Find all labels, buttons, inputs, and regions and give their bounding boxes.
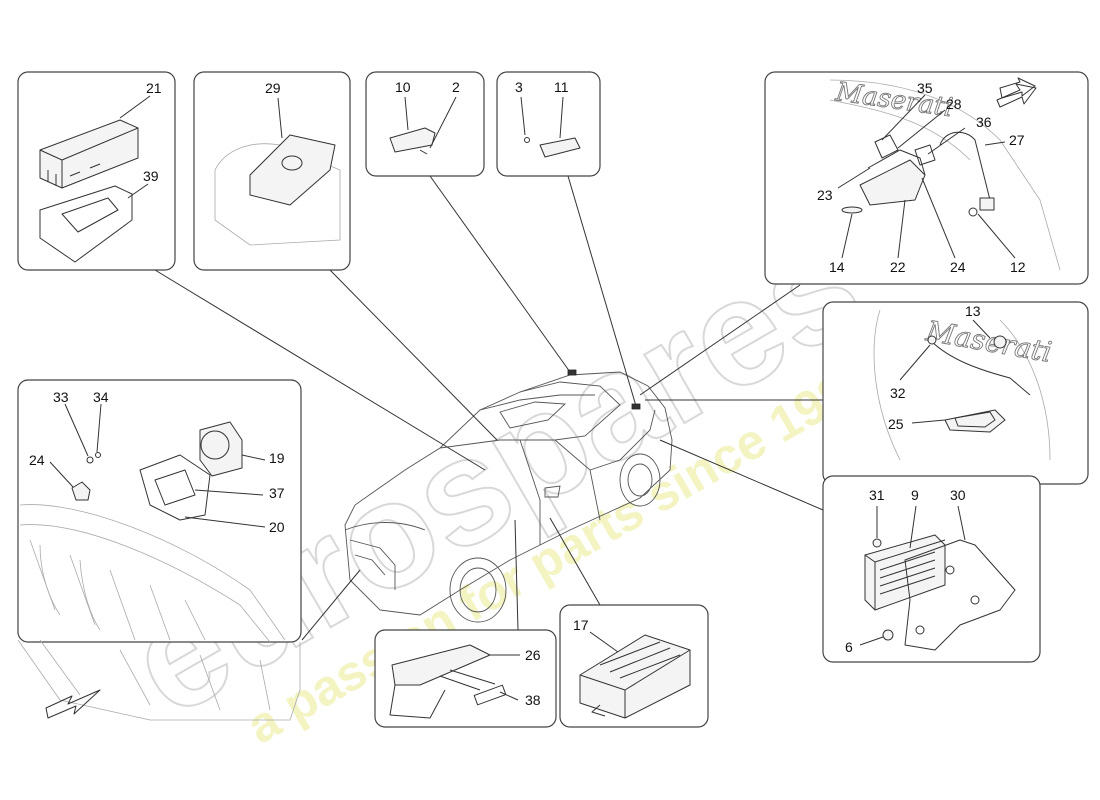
callout-17: 17: [573, 617, 589, 633]
callout-27: 27: [1009, 132, 1025, 148]
radar-19: [199, 421, 243, 477]
callout-2: 2: [452, 79, 460, 95]
callout-26: 26: [525, 647, 541, 663]
radar-bracket-20: [139, 454, 211, 521]
panel-mirror-sensor: 29: [193, 71, 351, 271]
arrow-rear-icon: [45, 689, 101, 719]
callout-33: 33: [53, 389, 69, 405]
callout-24-rear: 24: [950, 259, 966, 275]
control-unit-21: [39, 119, 139, 189]
callout-6: 6: [845, 639, 853, 655]
panel-trunk-switch: Maserati 13 32 25: [822, 301, 1089, 485]
bracket-39: [39, 185, 133, 263]
callout-11: 11: [554, 79, 569, 95]
module-10: [389, 127, 436, 153]
callout-20: 20: [269, 519, 285, 535]
front-grille: [17, 639, 301, 721]
nut-6: [882, 629, 894, 641]
spacer-38: [473, 684, 507, 706]
callout-37: 37: [269, 485, 285, 501]
antenna-26: [391, 644, 491, 686]
leader-lines: [154, 175, 824, 641]
module-11: [539, 137, 581, 158]
arrow-front-icon: [996, 83, 1037, 108]
callout-21: 21: [146, 80, 162, 96]
callout-29: 29: [265, 80, 281, 96]
callout-14: 14: [829, 259, 845, 275]
panel-control-unit-bracket: 21 39: [17, 71, 176, 271]
sensor-24: [71, 481, 91, 501]
lens-14: [841, 206, 863, 214]
amplifier-9: [864, 534, 946, 611]
control-module-17: [579, 634, 691, 719]
callout-10: 10: [395, 79, 411, 95]
bracket-30: [904, 539, 1016, 651]
callout-3: 3: [515, 79, 523, 95]
callout-22: 22: [890, 259, 906, 275]
callout-31: 31: [869, 487, 885, 503]
vehicle-outline: [344, 369, 673, 623]
panel-amplifier: 31 9 30 6: [822, 475, 1041, 663]
panel-telematics-module: 3 11: [496, 71, 601, 177]
callout-19: 19: [269, 450, 285, 466]
callout-35: 35: [917, 80, 933, 96]
camera-housing-22: [859, 159, 926, 206]
panel-rear-camera: Maserati 35 28 36 27 23 14 22 24 12: [764, 71, 1089, 285]
callout-9: 9: [911, 487, 919, 503]
callout-34: 34: [93, 389, 109, 405]
callout-32: 32: [890, 385, 906, 401]
callout-28: 28: [946, 96, 962, 112]
panel-front-radar: 33 34 24 19 37 20: [17, 379, 302, 643]
panel-antenna-26: 26 38: [374, 629, 557, 728]
callout-23: 23: [817, 187, 833, 203]
panel-module-17: 17: [559, 604, 709, 728]
callout-25: 25: [888, 416, 904, 432]
callout-12: 12: [1010, 259, 1026, 275]
callout-30: 30: [950, 487, 966, 503]
panel-antenna-module: 10 2: [365, 71, 485, 177]
callout-39: 39: [143, 168, 159, 184]
nut-31: [872, 538, 882, 548]
callout-13: 13: [965, 303, 981, 319]
callout-24-front: 24: [29, 452, 45, 468]
callout-36: 36: [976, 114, 992, 130]
callout-38: 38: [525, 692, 541, 708]
